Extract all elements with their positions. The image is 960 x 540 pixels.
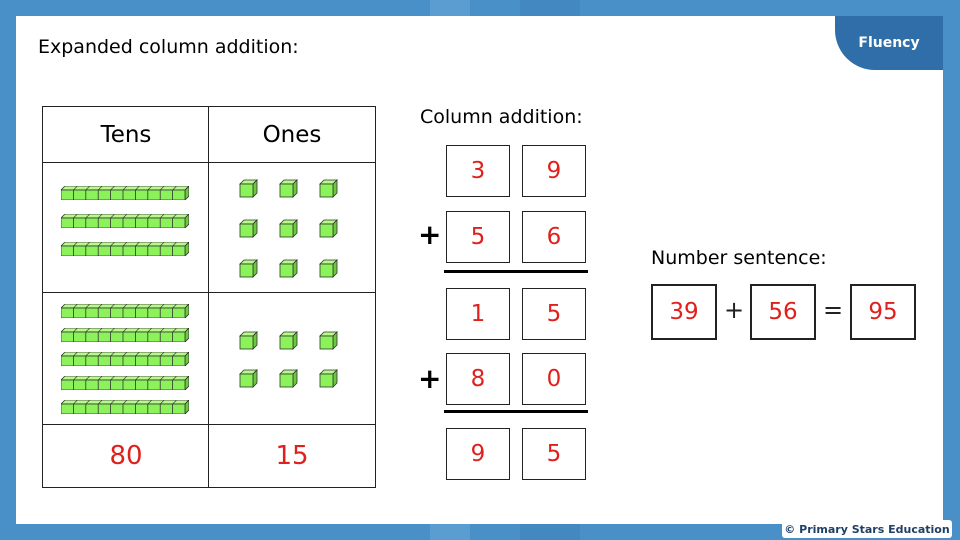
- tens-rod-icon: [60, 241, 190, 257]
- ones-cube-icon: [239, 179, 258, 198]
- fluency-badge: Fluency: [835, 16, 943, 70]
- plus-sign: +: [418, 218, 442, 251]
- ones-cube-icon: [319, 331, 338, 350]
- ones-cube-icon: [319, 259, 338, 278]
- equals-operator: =: [823, 296, 844, 324]
- ones-cube-icon: [239, 369, 258, 388]
- plus-operator: +: [724, 296, 745, 324]
- place-value-table: Tens Ones 80 15: [42, 106, 376, 488]
- tens-rod-icon: [60, 185, 190, 201]
- tens-cell-row2: [42, 292, 210, 426]
- digit-box: 9: [446, 428, 510, 480]
- ones-cube-icon: [319, 369, 338, 388]
- sum-line: [444, 410, 588, 413]
- tens-rod-icon: [60, 303, 190, 319]
- result-box: 95: [850, 284, 916, 340]
- addend-box: 56: [750, 284, 816, 340]
- ones-cube-icon: [239, 259, 258, 278]
- ones-cube-icon: [279, 179, 298, 198]
- page-title: Expanded column addition:: [38, 36, 299, 58]
- ones-cell-row2: [208, 292, 376, 426]
- tens-rod-icon: [60, 213, 190, 229]
- digit-box: 3: [446, 145, 510, 197]
- ones-cell-row1: [208, 162, 376, 294]
- ones-cube-icon: [279, 331, 298, 350]
- digit-box: 8: [446, 353, 510, 405]
- digit-box: 5: [522, 428, 586, 480]
- digit-box: 0: [522, 353, 586, 405]
- digit-box: 5: [446, 211, 510, 263]
- column-addition-label: Column addition:: [420, 106, 583, 128]
- addend-box: 39: [651, 284, 717, 340]
- ones-cube-icon: [239, 219, 258, 238]
- ones-cube-icon: [279, 259, 298, 278]
- digit-box: 1: [446, 288, 510, 340]
- sum-line: [444, 270, 588, 273]
- ones-header: Ones: [208, 106, 376, 164]
- tens-total: 80: [42, 424, 210, 488]
- ones-cube-icon: [239, 331, 258, 350]
- ones-cube-icon: [279, 369, 298, 388]
- copyright-notice: © Primary Stars Education: [782, 520, 952, 538]
- ones-cube-icon: [279, 219, 298, 238]
- number-sentence-label: Number sentence:: [651, 247, 827, 269]
- ones-cube-icon: [319, 179, 338, 198]
- digit-box: 6: [522, 211, 586, 263]
- digit-box: 9: [522, 145, 586, 197]
- tens-rod-icon: [60, 399, 190, 415]
- tens-rod-icon: [60, 327, 190, 343]
- digit-box: 5: [522, 288, 586, 340]
- tens-rod-icon: [60, 351, 190, 367]
- plus-sign: +: [418, 362, 442, 395]
- tens-header: Tens: [42, 106, 210, 164]
- ones-cube-icon: [319, 219, 338, 238]
- tens-rod-icon: [60, 375, 190, 391]
- ones-total: 15: [208, 424, 376, 488]
- tens-cell-row1: [42, 162, 210, 294]
